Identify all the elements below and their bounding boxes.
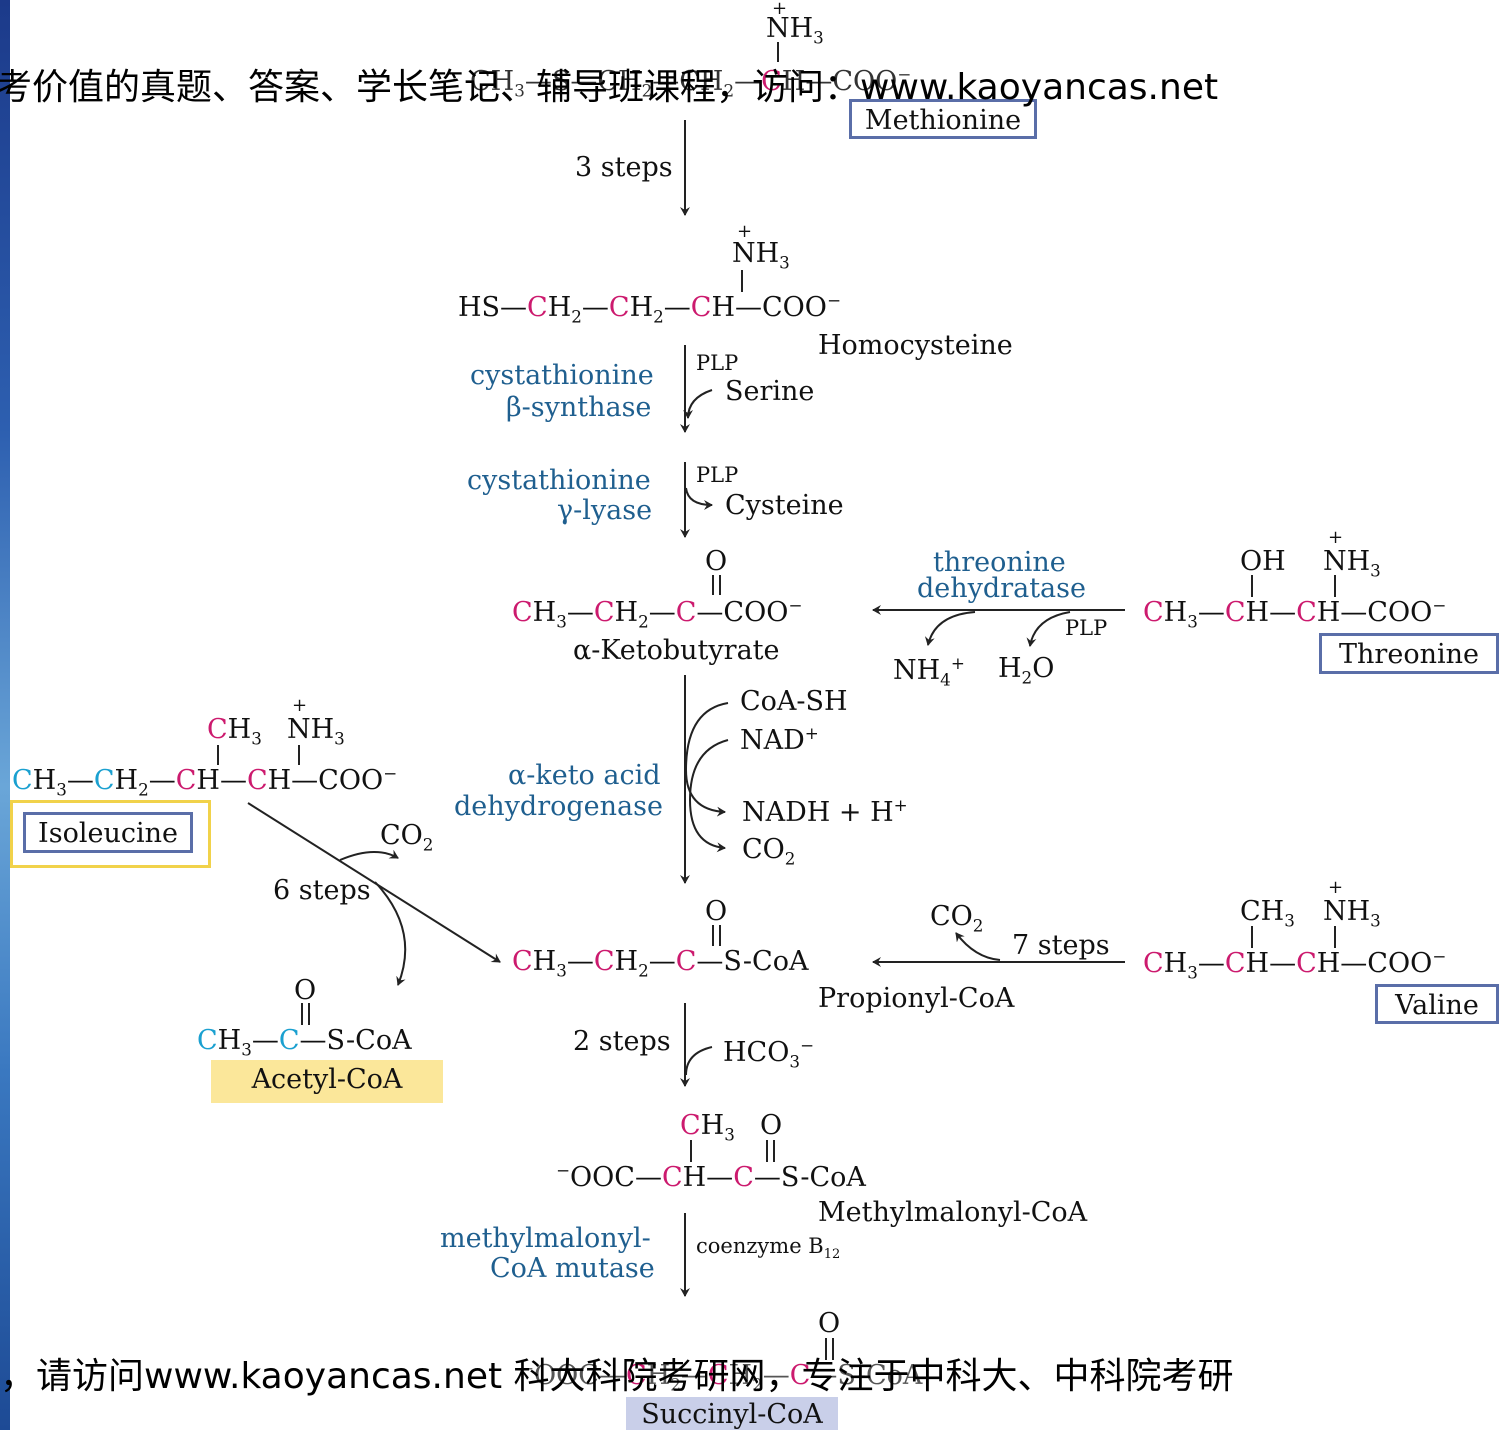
watermark-top[interactable]: 考价值的真题、答案、学长笔记、辅导班课程，访问：www.kaoyancas.ne… [0,67,1219,108]
met-steps-label: 3 steps [575,152,673,183]
ketobutyrate-name: α-Ketobutyrate [573,635,780,666]
enzyme-cbs-line2: β-synthase [506,392,652,423]
h2o-curve [1026,611,1071,647]
propionyl-name: Propionyl-CoA [818,983,1015,1014]
valine-amino: NH3 [1323,896,1381,931]
isoleucine-highlight [10,800,211,868]
nad-label: NAD+ [740,723,819,756]
ketobutyrate-structure: CH3—CH2—C—COO− [512,595,803,632]
co2-label-kad: CO2 [742,834,796,869]
enzyme-td-line2: dehydratase [917,573,1086,604]
enzyme-cgl-line2: γ-lyase [557,495,653,526]
enzyme-cgl-line1: cystathionine [467,465,651,496]
methionine-box: Methionine [849,99,1037,139]
valine-methyl: CH3 [1240,896,1295,931]
enzyme-kad-line1: α-keto acid [508,760,661,791]
plp-label-3: PLP [1065,616,1108,640]
ile-co2-curve [339,849,399,861]
serine-curve [683,389,713,419]
plp-label-1: PLP [696,351,739,375]
hco3-label: HCO3− [723,1035,815,1072]
coash-curve [684,702,729,817]
succinyl-coa-label: Succinyl-CoA [626,1397,838,1430]
homocysteine-structure: HS—CH2—CH2—CH—COO− [458,290,841,327]
homocysteine-name: Homocysteine [818,330,1013,361]
enzyme-mcm-line1: methylmalonyl- [440,1223,651,1254]
methionine-structure: CH3—S—CH2—CH2—CH—COO− [470,64,912,101]
methylmalonyl-structure: −OOC—CH—C—S-CoA [556,1160,866,1193]
co2-label-ile: CO2 [380,820,434,855]
isoleucine-box: Isoleucine [23,812,193,853]
h2o-label: H2O [998,653,1055,688]
ile-steps-label: 6 steps [273,875,371,906]
coash-label: CoA-SH [740,686,848,717]
homocysteine-amino: NH3 [732,238,790,273]
isoleucine-amino: NH3 [287,714,345,749]
cysteine-curve [685,487,713,510]
valine-box: Valine [1375,984,1499,1024]
watermark-bottom[interactable]: ，请访问www.kaoyancas.net 科大科院考研网，专注于中科大、中科院… [0,1356,1234,1397]
val-co2-curve [955,932,1001,961]
prop-steps-label: 2 steps [573,1026,671,1057]
nh4-label: NH4+ [893,653,965,690]
enzyme-mcm-line2: CoA mutase [490,1253,655,1284]
propionyl-structure: CH3—CH2—C—S-CoA [512,946,809,981]
acetyl-coa-label: Acetyl-CoA [211,1060,443,1103]
methylmalonyl-methyl: CH3 [680,1110,735,1145]
cysteine-label: Cysteine [725,490,844,521]
b12-label: coenzyme B12 [696,1234,841,1263]
acetyl-structure: CH3—C—S-CoA [197,1025,412,1060]
val-steps-label: 7 steps [1012,930,1110,961]
methylmalonyl-name: Methylmalonyl-CoA [818,1197,1088,1228]
co2-label-val: CO2 [930,901,984,936]
valine-structure: CH3—CH—CH—COO− [1143,946,1447,983]
nadh-label: NADH + H+ [742,795,908,828]
ile-to-acetyl-curve [374,881,407,986]
isoleucine-structure: CH3—CH2—CH—CH—COO− [12,763,398,800]
nad-curve [688,739,729,853]
enzyme-kad-line2: dehydrogenase [454,791,663,822]
enzyme-cbs-line1: cystathionine [470,360,654,391]
threonine-box: Threonine [1319,633,1499,674]
isoleucine-methyl: CH3 [207,714,262,749]
serine-label: Serine [725,376,815,407]
succinyl-structure: −OOC—CH2—CH2—C—S-CoA [520,1358,923,1395]
threonine-amino: NH3 [1323,546,1381,581]
threonine-structure: CH3—CH—CH—COO− [1143,595,1447,632]
methionine-amino: NH3 [766,13,824,48]
plp-label-2: PLP [696,463,739,487]
nh4-curve [924,611,976,646]
arrow-ile-to-propionyl [247,802,501,963]
enzyme-td-line1: threonine [933,547,1066,578]
left-edge-bar [0,0,10,1430]
